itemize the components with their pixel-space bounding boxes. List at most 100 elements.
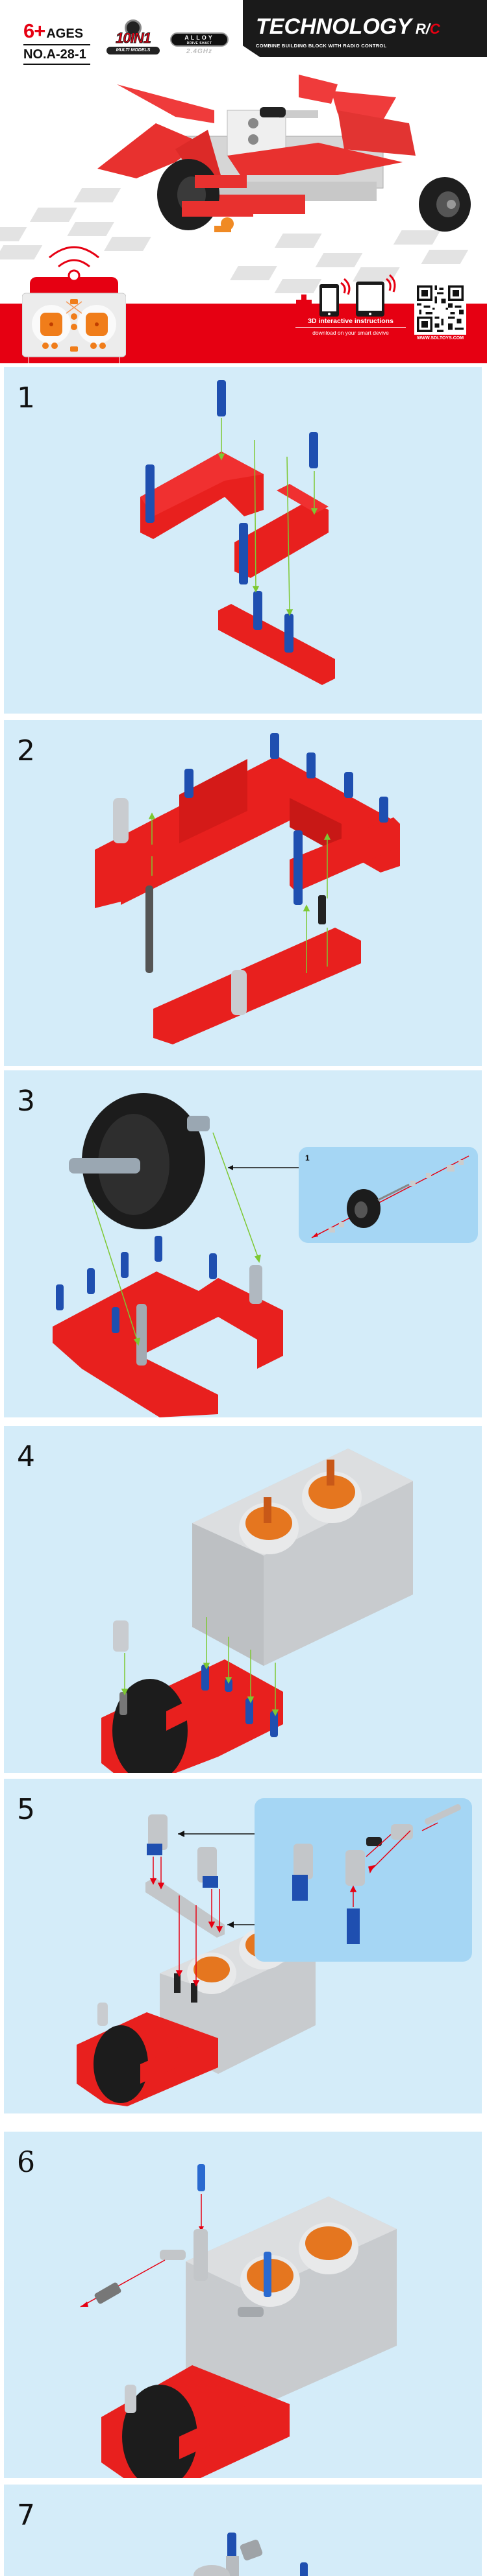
blue-pin xyxy=(121,1252,129,1278)
step-4-illustration xyxy=(101,1449,413,1773)
gray-connector xyxy=(226,2556,239,2576)
step-panel-6: 6 xyxy=(4,2132,482,2478)
wheel-tire xyxy=(112,1679,188,1773)
wheel-tire xyxy=(94,2025,148,2103)
step-panel-3: 3 1 xyxy=(4,1070,482,1417)
gray-connector xyxy=(125,2385,136,2413)
step-number: 6 xyxy=(17,2146,35,2179)
badge-10in1-subtitle: MULTI MODELS xyxy=(106,47,160,54)
website-url[interactable]: WWW.SDLTOYS.COM xyxy=(416,336,464,341)
divider xyxy=(23,44,90,45)
step-number: 3 xyxy=(17,1085,35,1118)
badge-10in1: 10IN1 MULTI MODELS xyxy=(106,19,160,56)
app-promo-text: 3D interactive instructions download on … xyxy=(295,317,406,336)
tablet-icon xyxy=(356,282,384,317)
blue-pin xyxy=(300,2562,308,2576)
black-pin xyxy=(174,1973,181,1993)
gray-connector xyxy=(249,1265,262,1304)
step-number: 5 xyxy=(17,1793,35,1826)
step-7-illustration xyxy=(194,2533,308,2576)
step-number: 2 xyxy=(17,734,35,767)
gray-connector xyxy=(113,1620,129,1652)
wheel-icon xyxy=(125,19,142,36)
blue-pin xyxy=(227,2533,236,2558)
brand-subtitle: COMBINE BUILDING BLOCK WITH RADIO CONTRO… xyxy=(256,43,387,49)
blue-pin xyxy=(270,1711,278,1737)
callout-number: 1 xyxy=(305,1153,310,1162)
blue-pin xyxy=(344,772,353,798)
blue-pin xyxy=(209,1253,217,1279)
product-header: 6+AGES NO.A-28-1 10IN1 MULTI MODELS ALLO… xyxy=(0,0,487,363)
blue-pin xyxy=(145,464,155,523)
promo-subtitle: download on your smart devive xyxy=(312,330,389,336)
qr-code[interactable] xyxy=(414,283,466,335)
step-number: 1 xyxy=(17,381,35,415)
axle-connector xyxy=(69,1158,140,1174)
blue-pin xyxy=(56,1284,64,1310)
qr-code-icon xyxy=(417,285,464,332)
arrow-left-icon xyxy=(227,1921,234,1928)
blue-pin xyxy=(253,591,262,630)
callout-illustration xyxy=(311,1155,469,1238)
step-6-illustration xyxy=(80,2164,397,2478)
gray-connector xyxy=(97,2003,108,2026)
age-model-block: 6+AGES NO.A-28-1 xyxy=(23,19,90,65)
blue-pin xyxy=(239,523,248,584)
blue-pin xyxy=(306,752,316,778)
race-car-illustration xyxy=(97,75,471,232)
wheel-tire xyxy=(122,2385,197,2478)
brand-rc-r: R/ xyxy=(415,21,430,37)
blue-pin xyxy=(284,614,293,653)
step-2-illustration xyxy=(95,733,400,1044)
step-1-illustration xyxy=(140,380,335,685)
gray-connector xyxy=(113,798,129,843)
brand-title-text: TECHNOLOGY xyxy=(256,14,412,39)
step-number: 4 xyxy=(17,1440,35,1473)
step-number: 7 xyxy=(17,2499,35,2532)
frequency-label: 2.4GHz xyxy=(186,48,212,55)
blue-pin xyxy=(270,733,279,759)
brand-rc-c: C xyxy=(429,21,440,37)
step-panel-5: 5 xyxy=(4,1779,482,2113)
blue-pin xyxy=(87,1268,95,1294)
blue-pin xyxy=(379,797,388,823)
divider xyxy=(23,64,90,65)
blue-pin xyxy=(217,380,226,416)
plus-icon xyxy=(296,295,312,310)
promo-title: 3D interactive instructions xyxy=(295,317,406,328)
badge-alloy-line1: ALLOY xyxy=(184,34,214,41)
badge-alloy-line2: DRIVE SHAFT xyxy=(186,42,212,45)
step-panel-1: 1 xyxy=(4,367,482,714)
axle-sleeve xyxy=(94,2282,121,2304)
step-panel-2: 2 xyxy=(4,720,482,1066)
blue-pin xyxy=(309,432,318,468)
blue-pin xyxy=(112,1307,119,1333)
remote-control-illustration xyxy=(22,246,126,363)
blue-pin xyxy=(201,1665,209,1691)
badge-alloy-drive-shaft: ALLOY DRIVE SHAFT 2.4GHz xyxy=(170,32,229,55)
blue-pin xyxy=(155,1236,162,1262)
gray-axle xyxy=(136,1304,147,1366)
black-pin xyxy=(318,895,326,924)
checkered-floor-background xyxy=(0,188,469,293)
blue-pin xyxy=(184,769,194,798)
blue-pin xyxy=(293,830,303,905)
sub-assembly-callout xyxy=(255,1798,472,1962)
axle xyxy=(145,885,153,973)
app-promo-icons xyxy=(296,274,396,317)
age-number: 6+ xyxy=(23,19,45,42)
blue-pin xyxy=(197,2164,205,2191)
step-panel-7: 7 xyxy=(4,2485,482,2576)
gray-connector xyxy=(194,2229,208,2281)
wifi-icon xyxy=(386,274,396,293)
gray-connector xyxy=(231,970,247,1015)
wifi-icon xyxy=(340,278,351,295)
smartphone-icon xyxy=(319,284,339,317)
black-pin xyxy=(191,1983,197,2003)
sub-assembly-callout: 1 xyxy=(299,1147,478,1243)
arrow-left-icon xyxy=(178,1831,184,1837)
arrow-left-icon xyxy=(228,1165,233,1170)
gray-connector xyxy=(197,1847,217,1883)
